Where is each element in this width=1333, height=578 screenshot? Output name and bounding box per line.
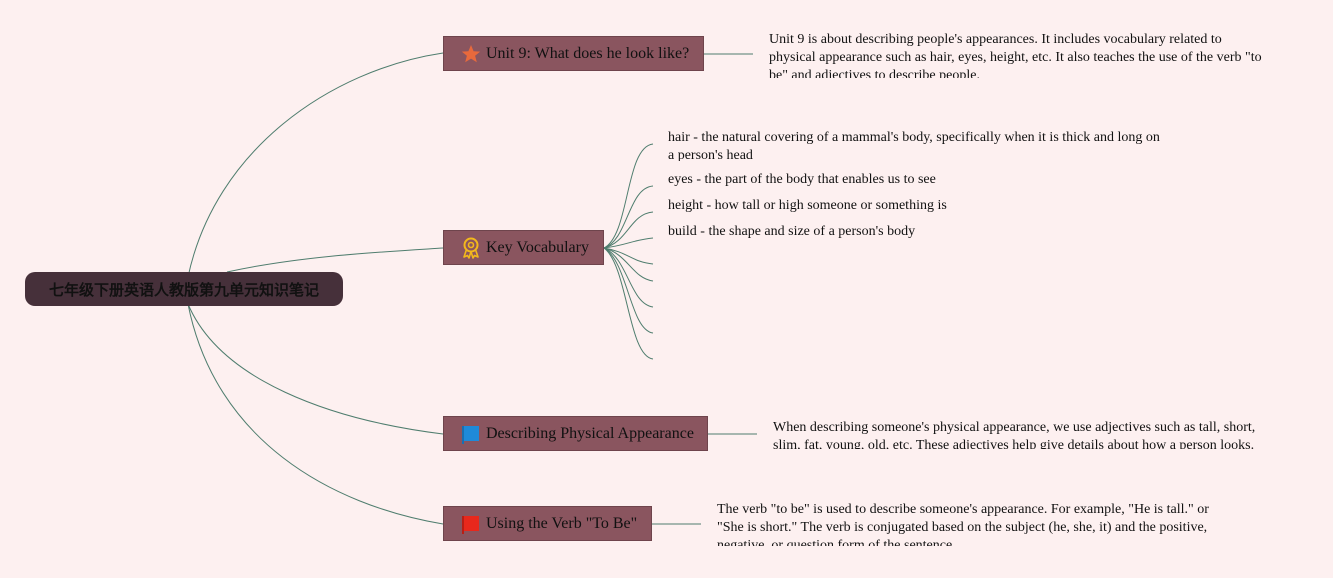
topic-note-verb: The verb "to be" is used to describe som… bbox=[717, 502, 1209, 546]
award-ribbon-icon bbox=[461, 237, 481, 259]
topic-unit9[interactable]: Unit 9: What does he look like? bbox=[443, 36, 704, 71]
connector-vocab-5 bbox=[603, 247, 654, 265]
topic-label: Key Vocabulary bbox=[486, 238, 589, 256]
blue-flag-icon bbox=[461, 424, 481, 444]
topic-note-appearance: When describing someone's physical appea… bbox=[773, 420, 1256, 449]
connector-root-vocabulary bbox=[226, 247, 444, 273]
connector-root-appearance bbox=[187, 303, 444, 435]
vocab-item-empty bbox=[668, 256, 1168, 272]
connector-vocab-4 bbox=[603, 237, 654, 249]
topic-label: Using the Verb "To Be" bbox=[486, 514, 638, 532]
root-topic[interactable]: 七年级下册英语人教版第九单元知识笔记 bbox=[25, 272, 343, 306]
vocab-item: build - the shape and size of a person's… bbox=[668, 224, 916, 239]
connector-vocab-1 bbox=[603, 143, 654, 249]
topic-describing-appearance[interactable]: Describing Physical Appearance bbox=[443, 416, 708, 451]
topic-key-vocabulary[interactable]: Key Vocabulary bbox=[443, 230, 604, 265]
topic-label: Describing Physical Appearance bbox=[486, 424, 694, 442]
star-icon bbox=[461, 44, 481, 64]
connector-vocab-6 bbox=[603, 247, 654, 282]
vocab-item: height - how tall or high someone or som… bbox=[668, 198, 947, 213]
connector-vocab-9 bbox=[603, 247, 654, 360]
connector-root-verb bbox=[187, 303, 444, 525]
vocab-item-empty bbox=[668, 273, 1168, 289]
vocab-item-empty bbox=[668, 351, 1168, 367]
vocab-item: eyes - the part of the body that enables… bbox=[668, 172, 936, 187]
topic-verb-to-be[interactable]: Using the Verb "To Be" bbox=[443, 506, 652, 541]
connector-vocab-8 bbox=[603, 247, 654, 334]
vocab-item-empty bbox=[668, 299, 1168, 315]
topic-label: Unit 9: What does he look like? bbox=[486, 44, 690, 62]
red-flag-icon bbox=[461, 514, 481, 534]
vocab-item-empty bbox=[668, 325, 1168, 341]
topic-note-unit9: Unit 9 is about describing people's appe… bbox=[769, 32, 1262, 78]
connector-vocab-2 bbox=[603, 185, 654, 249]
connector-vocab-7 bbox=[603, 247, 654, 308]
root-title: 七年级下册英语人教版第九单元知识笔记 bbox=[48, 280, 319, 299]
connector-vocab-3 bbox=[603, 211, 654, 249]
connector-root-unit9 bbox=[187, 52, 444, 278]
vocab-item: hair - the natural covering of a mammal'… bbox=[668, 130, 1160, 161]
